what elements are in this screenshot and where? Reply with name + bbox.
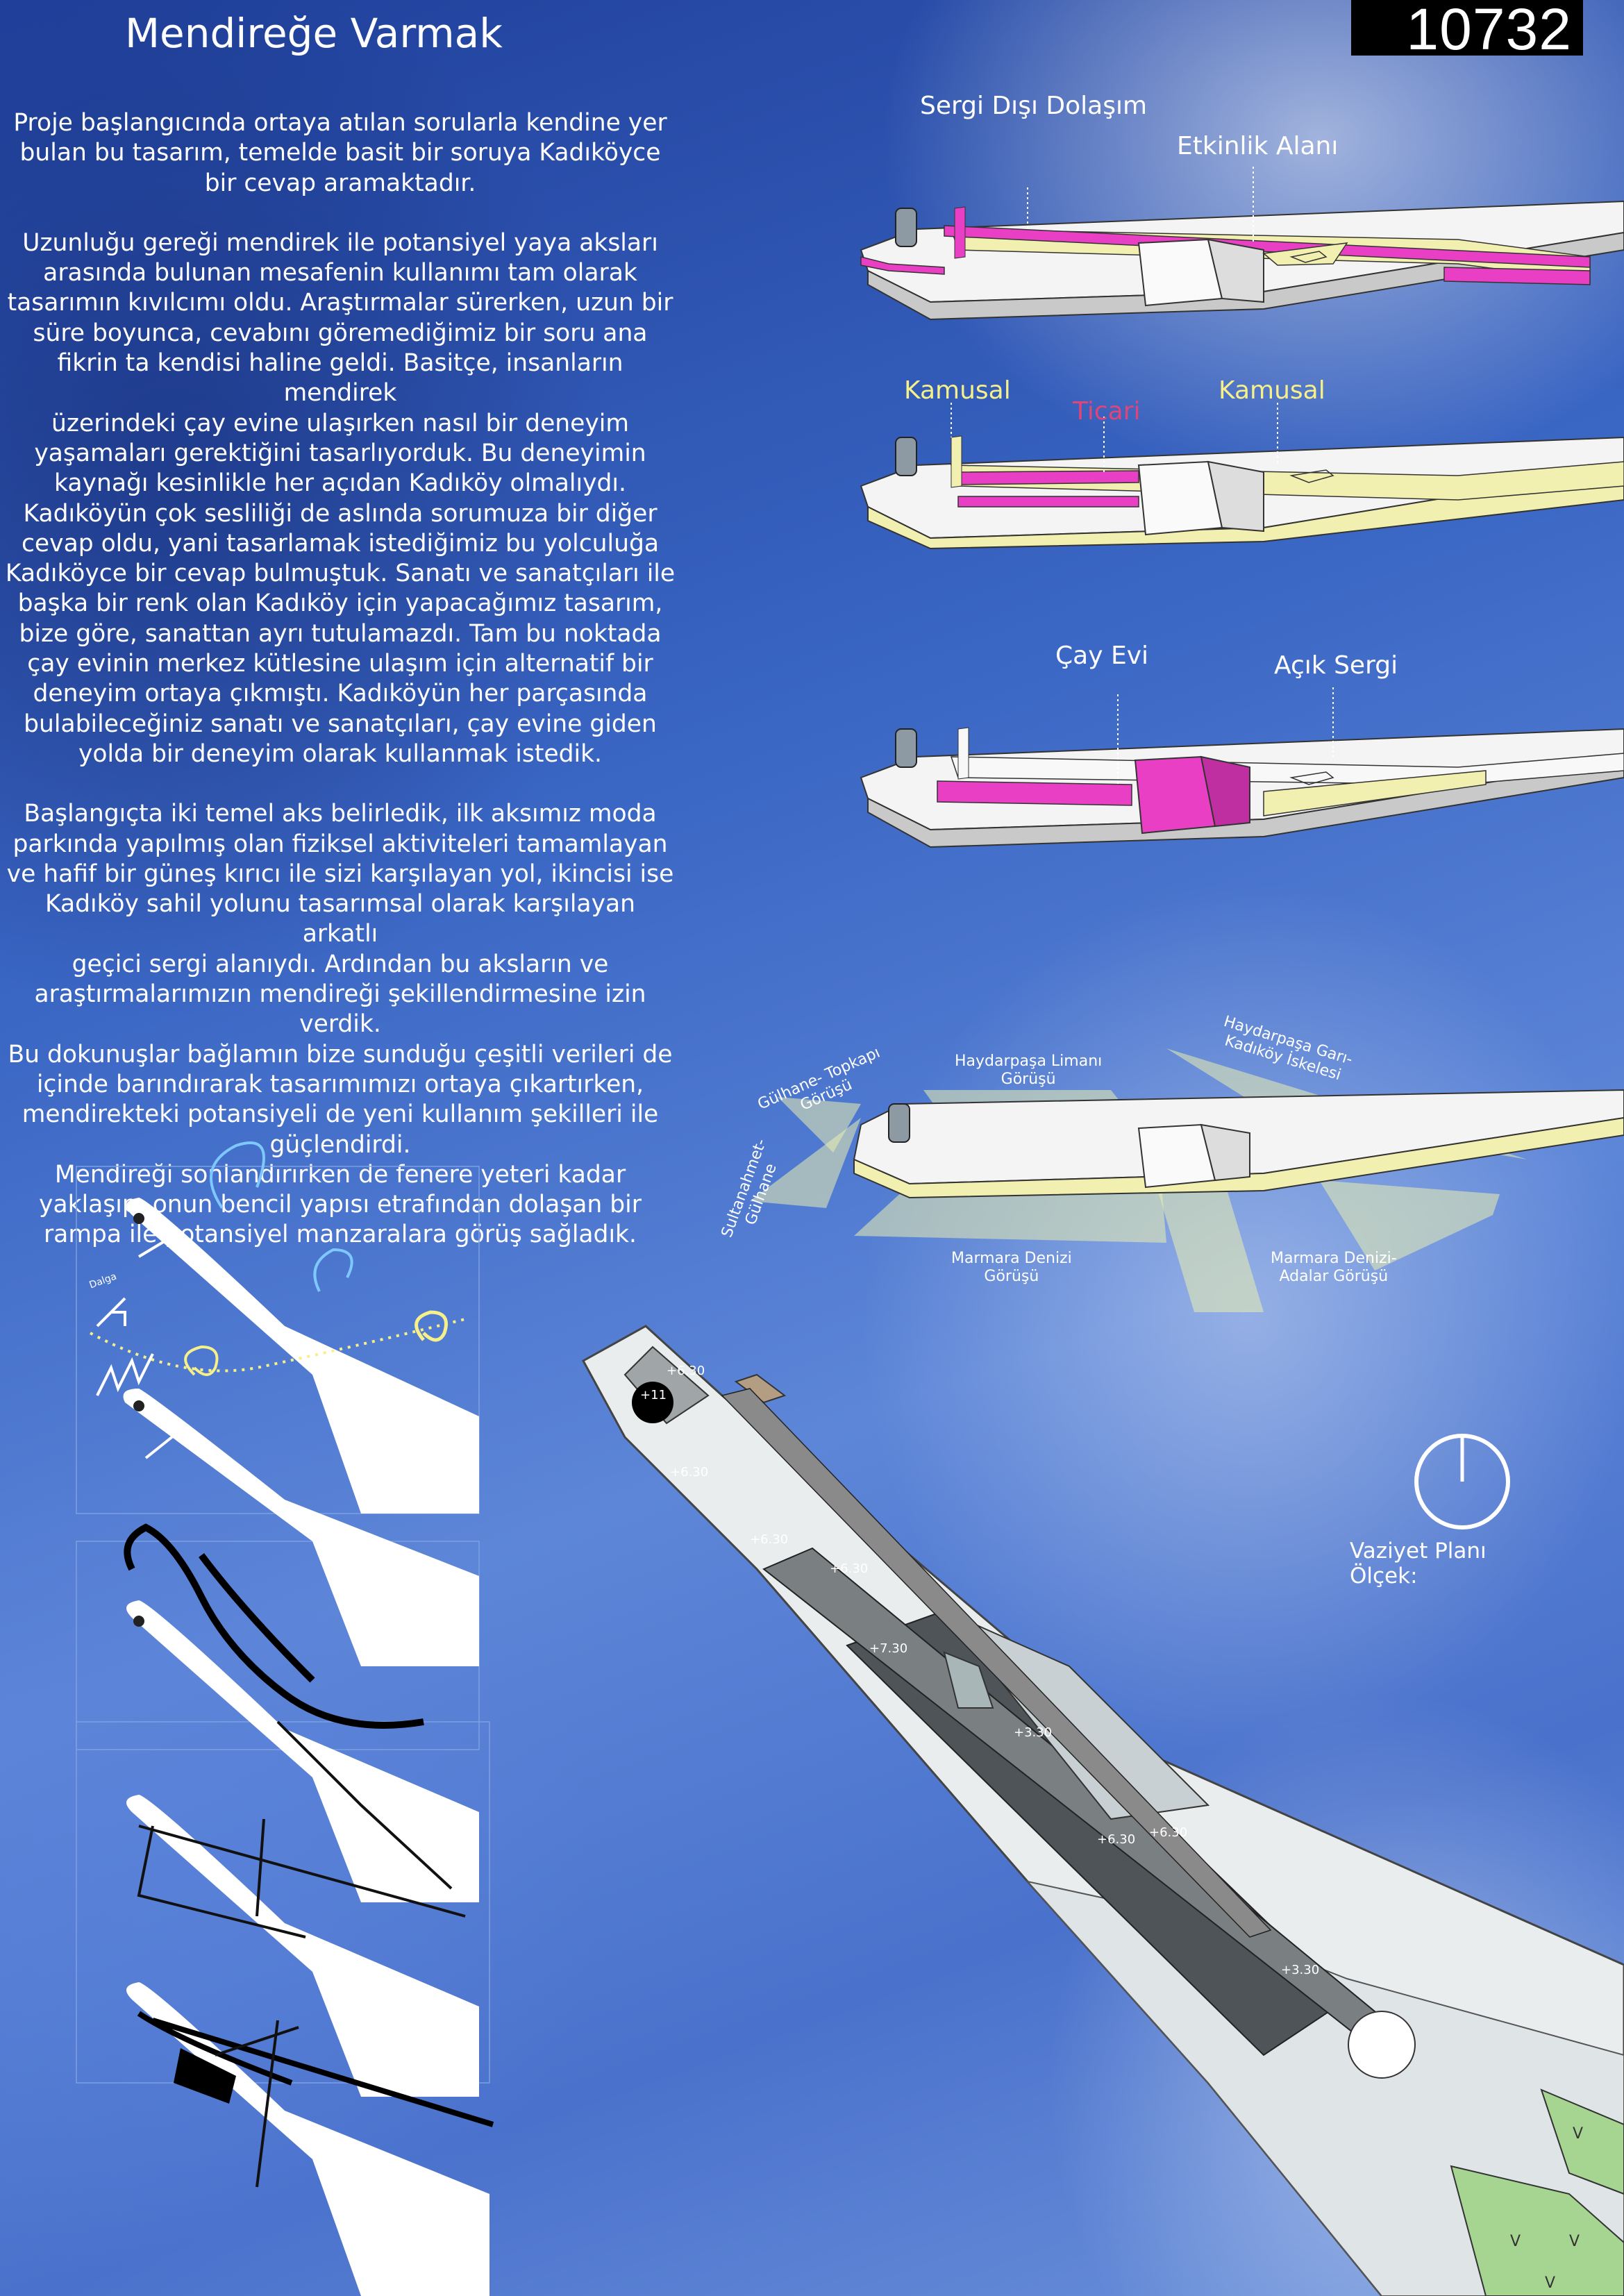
text-line: Kadıköyün çok sesliliği de aslında sorum… (23, 499, 658, 528)
svg-text:V: V (1545, 2274, 1555, 2292)
program-diagram (860, 687, 1624, 848)
label-kamusal-2: Kamusal (1219, 376, 1325, 405)
text-line: rampa ile potansiyel manzaralara görüş s… (44, 1221, 637, 1249)
concept-sketch-stack (76, 1141, 494, 2296)
text-line: geçici sergi alanıydı. Ardından bu aksla… (72, 950, 609, 978)
view-cones-diagram (750, 1048, 1624, 1312)
label-etkinlik-alani: Etkinlik Alanı (1177, 132, 1339, 160)
text-line: Uzunluğu gereği mendirek ile potansiyel … (22, 228, 658, 257)
text-line: Başlangıçta iki temel aks belirledik, il… (24, 800, 657, 828)
label-marmara-adalar: Marmara Denizi-Adalar Görüşü (1271, 1250, 1397, 1285)
site-plan: V V V V (581, 1325, 1624, 2296)
level-label: +7.30 (869, 1641, 908, 1656)
level-label: +6.30 (667, 1364, 705, 1378)
site-plan-label: Vaziyet Planı Ölçek: (1350, 1539, 1487, 1589)
level-label: +3.30 (1014, 1725, 1053, 1740)
label-acik-sergi: Açık Sergi (1274, 651, 1398, 680)
text-line: başka bir renk olan Kadıköy için yapacağ… (17, 589, 663, 618)
circulation-diagram (860, 167, 1624, 321)
text-line: ve hafif bir güneş kırıcı ile sizi karşı… (6, 860, 674, 888)
level-label: +6.30 (750, 1532, 789, 1547)
text-line: araştırmalarımızın mendireği şekillendir… (34, 980, 646, 1039)
competition-code-box: 10732 (1351, 0, 1583, 62)
label-sergi-disi-dolasim: Sergi Dışı Dolaşım (920, 92, 1148, 120)
text-line: Bu dokunuşlar bağlamın bize sunduğu çeşi… (8, 1040, 673, 1069)
text-line: arasında bulunan mesafenin kullanımı tam… (43, 259, 637, 287)
text-line: bulan bu tasarım, temelde basit bir soru… (19, 139, 661, 167)
svg-text:V: V (1573, 2125, 1583, 2143)
text-line: bize göre, sanattan ayrı tutulamazdı. Ta… (19, 619, 662, 648)
svg-text:V: V (1510, 2233, 1521, 2250)
label-ticari: Ticari (1073, 397, 1141, 426)
text-line: yaşamaları gerektiğini tasarlıyorduk. Bu… (34, 439, 646, 467)
text-line: yolda bir deneyim olarak kullanmak isted… (78, 739, 603, 768)
text-line: çay evinin merkez kütlesine ulaşım için … (27, 650, 653, 678)
use-zoning-diagram (860, 403, 1624, 550)
text-line: tasarımın kıvılcımı oldu. Araştırmalar s… (7, 289, 673, 317)
text-line: güçlendirdi. (269, 1130, 411, 1159)
text-line: Kadıköy sahil yolunu tasarımsal olarak k… (44, 890, 636, 948)
text-line: deneyim ortaya çıkmıştı. Kadıköyün her p… (33, 680, 648, 708)
text-line: kaynağı kesinlikle her açıdan Kadıköy ol… (54, 469, 626, 498)
text-line: süre boyunca, cevabını göremediğimiz bir… (33, 319, 648, 347)
svg-text:V: V (1569, 2233, 1580, 2250)
text-line: Mendireği sonlandırırken de fenere yeter… (54, 1160, 626, 1189)
label-cay-evi: Çay Evi (1055, 642, 1148, 670)
level-label: +6.30 (1097, 1832, 1136, 1847)
poster-title: Mendireğe Varmak (125, 10, 503, 57)
text-line: mendirekteki potansiyeli de yeni kullanı… (22, 1100, 659, 1129)
label-kamusal-1: Kamusal (904, 376, 1011, 405)
text-line: üzerindeki çay evine ulaşırken nasıl bir… (51, 409, 629, 437)
text-line: parkında yapılmış olan fiziksel aktivite… (12, 830, 668, 858)
text-line: bir cevap aramaktadır. (204, 169, 476, 197)
level-label: +6.30 (830, 1561, 869, 1576)
text-line: Proje başlangıcında ortaya atılan sorula… (13, 109, 667, 137)
level-label: +6.30 (670, 1465, 709, 1480)
north-arrow-icon (1414, 1434, 1510, 1530)
level-label: +11 (640, 1388, 667, 1402)
text-line: cevap oldu, yani tasarlamak istediğimiz … (21, 529, 660, 558)
level-label: +6.30 (1149, 1825, 1188, 1840)
description-text: Proje başlangıcında ortaya atılan sorula… (4, 108, 676, 1250)
text-line: Kadıköyce bir cevap bulmuştuk. Sanatı ve… (5, 560, 676, 588)
competition-code: 10732 (1406, 0, 1572, 62)
level-label: +3.30 (1281, 1963, 1320, 1977)
text-line: içinde barındırarak tasarımımızı ortaya … (36, 1070, 644, 1098)
text-line: bulabileceğiniz sanatı ve sanatçıları, ç… (24, 710, 657, 738)
text-line: fikrin ta kendisi haline geldi. Basitçe,… (57, 349, 623, 408)
